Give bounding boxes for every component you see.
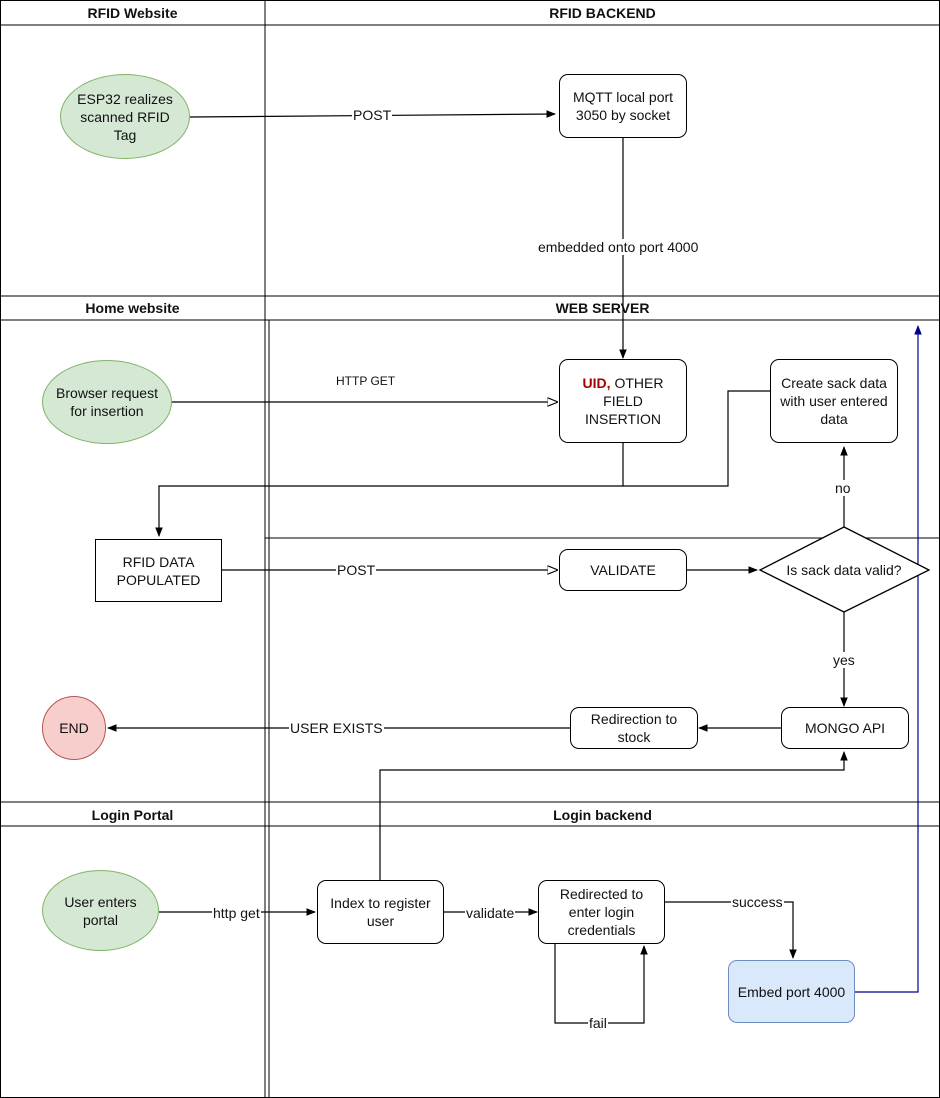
uid-insertion-text: OTHER FIELD INSERTION [585,375,664,427]
edge-index-mongo [379,751,848,880]
edge-label-fail: fail [588,1015,608,1031]
lane-title-login-portal: Login Portal [91,807,174,823]
uid-insertion-node: UID, OTHER FIELD INSERTION [559,359,687,443]
edge-label-user-exists: USER EXISTS [289,720,384,736]
rfid-populated-node: RFID DATA POPULATED [95,539,222,602]
edge-label-embedded: embedded onto port 4000 [537,239,700,255]
edge-success [665,901,797,959]
edge-fail [554,944,648,1024]
edge-label-post-1: POST [352,107,393,123]
edge-embed-return [855,325,922,993]
end-node: END [42,696,106,760]
user-enters-node: User enters portal [42,870,159,951]
redirected-login-node: Redirected to enter login credentials [538,880,665,944]
mongo-api-node: MONGO API [781,707,909,749]
edge-label-no: no [834,480,852,496]
validate-node: VALIDATE [559,549,687,591]
esp32-node: ESP32 realizes scanned RFID Tag [60,74,190,159]
edge-create-sack-to-rfid [155,390,770,537]
edge-label-post-2: POST [336,562,377,578]
lane-title-login-backend: Login backend [553,807,652,823]
edge-label-success: success [731,894,784,910]
lane-title-rfid-backend: RFID BACKEND [549,5,656,21]
edge-label-yes: yes [832,652,856,668]
decision-diamond [758,526,931,613]
edge-label-http-get-upper: HTTP GET [335,373,397,389]
lane-title-home-website: Home website [85,300,180,316]
index-register-node: Index to register user [317,880,444,944]
lane-title-web-server: WEB SERVER [555,300,650,316]
edge-label-http-get-lower: http get [212,905,261,921]
create-sack-node: Create sack data with user entered data [770,359,898,443]
embed-port-node: Embed port 4000 [728,960,855,1023]
uid-label: UID, [582,375,611,391]
lane-title-rfid-website: RFID Website [87,5,178,21]
mqtt-node: MQTT local port 3050 by socket [559,74,687,138]
browser-request-node: Browser request for insertion [42,360,172,444]
decision-label: Is sack data valid? [786,562,902,578]
edge-label-validate: validate [465,905,516,921]
redirection-stock-node: Redirection to stock [570,707,698,749]
